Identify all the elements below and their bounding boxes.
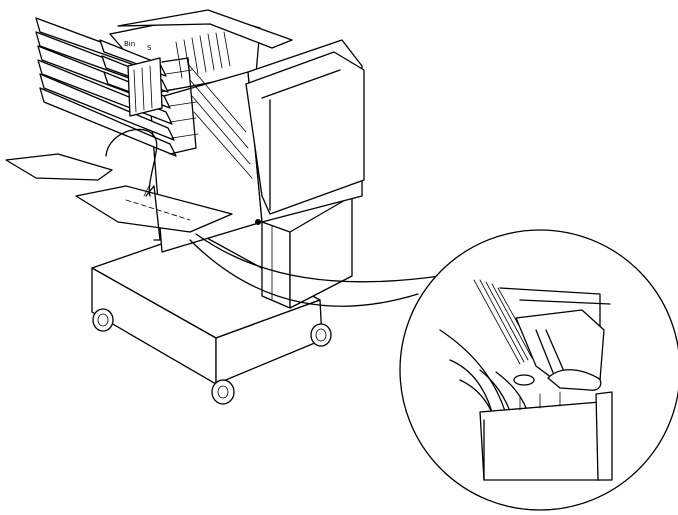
pedestal-column	[261, 195, 353, 309]
callout-leader-upper	[195, 233, 441, 283]
caster-front	[211, 379, 235, 405]
bin-tray-stack	[35, 17, 253, 179]
vent-slats	[175, 31, 231, 79]
panel-mark-2: S	[147, 44, 152, 52]
caster-front-left	[92, 308, 114, 332]
output-tray-main	[75, 183, 233, 233]
cart-base	[91, 231, 323, 385]
caster-right	[310, 323, 332, 347]
output-tray-left	[5, 153, 113, 181]
panel-mark-1: Bin	[124, 40, 135, 48]
detail-inset-circle	[399, 229, 678, 511]
callout-leader-lower	[189, 239, 419, 307]
